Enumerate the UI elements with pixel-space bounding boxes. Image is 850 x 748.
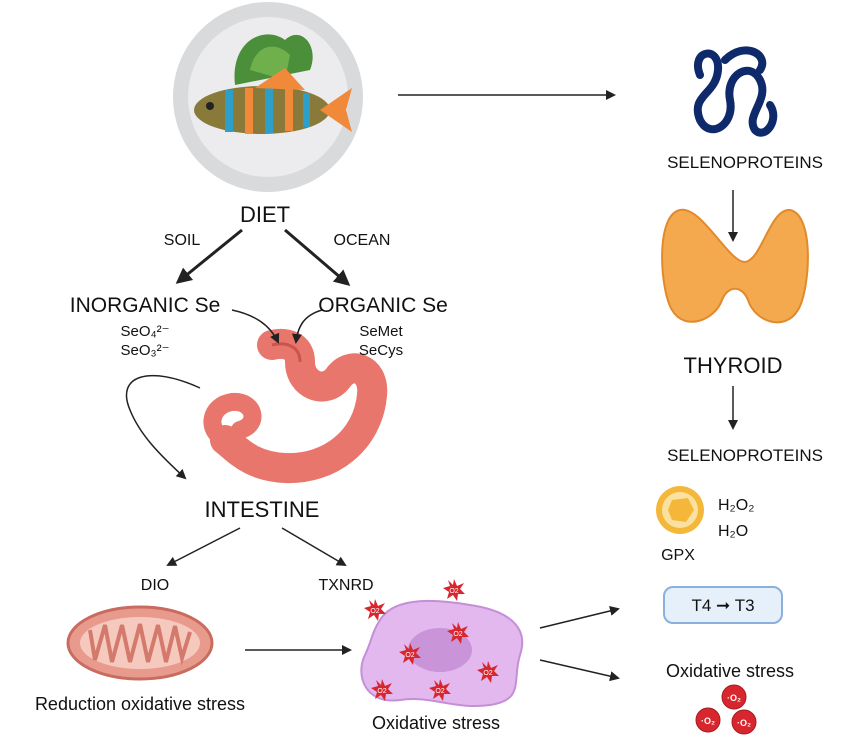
label-h2o2: H₂O₂: [718, 497, 754, 514]
label-selenoproteins-top: SELENOPROTEINS: [667, 153, 823, 172]
selenoprotein-icon: [693, 46, 778, 137]
label-inorganic-se: INORGANIC Se: [70, 294, 221, 317]
arrow-ocean: [284, 228, 351, 286]
arrows: [125, 90, 738, 682]
label-soil: SOIL: [164, 232, 201, 249]
label-right-oxidative-stress: Oxidative stress: [666, 661, 794, 681]
label-organic-se: ORGANIC Se: [318, 294, 448, 317]
arrow-cell-to-t4t3: [539, 606, 620, 629]
label-secys: SeCys: [359, 342, 403, 359]
label-h2o: H₂O: [718, 523, 748, 540]
label-reduction-oxidative-stress: Reduction oxidative stress: [35, 694, 245, 714]
gpx-icon: [656, 486, 704, 534]
arrow-txnrd: [281, 527, 347, 567]
label-intestine: INTESTINE: [205, 497, 320, 522]
arrow-dio: [166, 527, 241, 566]
arrow-soil: [175, 228, 243, 284]
label-gpx: GPX: [661, 547, 695, 564]
label-seo3: SeO₃²⁻: [120, 342, 169, 359]
label-txnrd: TXNRD: [318, 577, 373, 594]
t4-t3-box: [663, 586, 783, 624]
label-cell-oxidative-stress: Oxidative stress: [372, 713, 500, 733]
mitochondrion-illustration: [66, 605, 214, 681]
label-thyroid: THYROID: [684, 353, 783, 378]
arrow-cell-to-oxidative: [539, 659, 620, 682]
thyroid-illustration: [661, 208, 809, 324]
cell-illustration: [360, 579, 523, 707]
ros-icon: [695, 684, 757, 735]
label-diet: DIET: [240, 202, 290, 227]
diet-plate-illustration: [173, 2, 363, 192]
label-seo4: SeO₄²⁻: [120, 323, 169, 340]
label-dio: DIO: [141, 577, 169, 594]
label-t4-t3: T4 ➞ T3: [691, 596, 754, 615]
label-ocean: OCEAN: [334, 232, 391, 249]
label-semet: SeMet: [359, 323, 403, 340]
arrow-to-intestine: [125, 374, 201, 480]
fish-icon: [194, 68, 352, 134]
stomach-illustration: [203, 329, 388, 484]
arrow-organic-to-stomach: [291, 309, 323, 344]
label-selenoproteins-bottom: SELENOPROTEINS: [667, 446, 823, 465]
arrow-inorganic-to-stomach: [231, 309, 280, 344]
